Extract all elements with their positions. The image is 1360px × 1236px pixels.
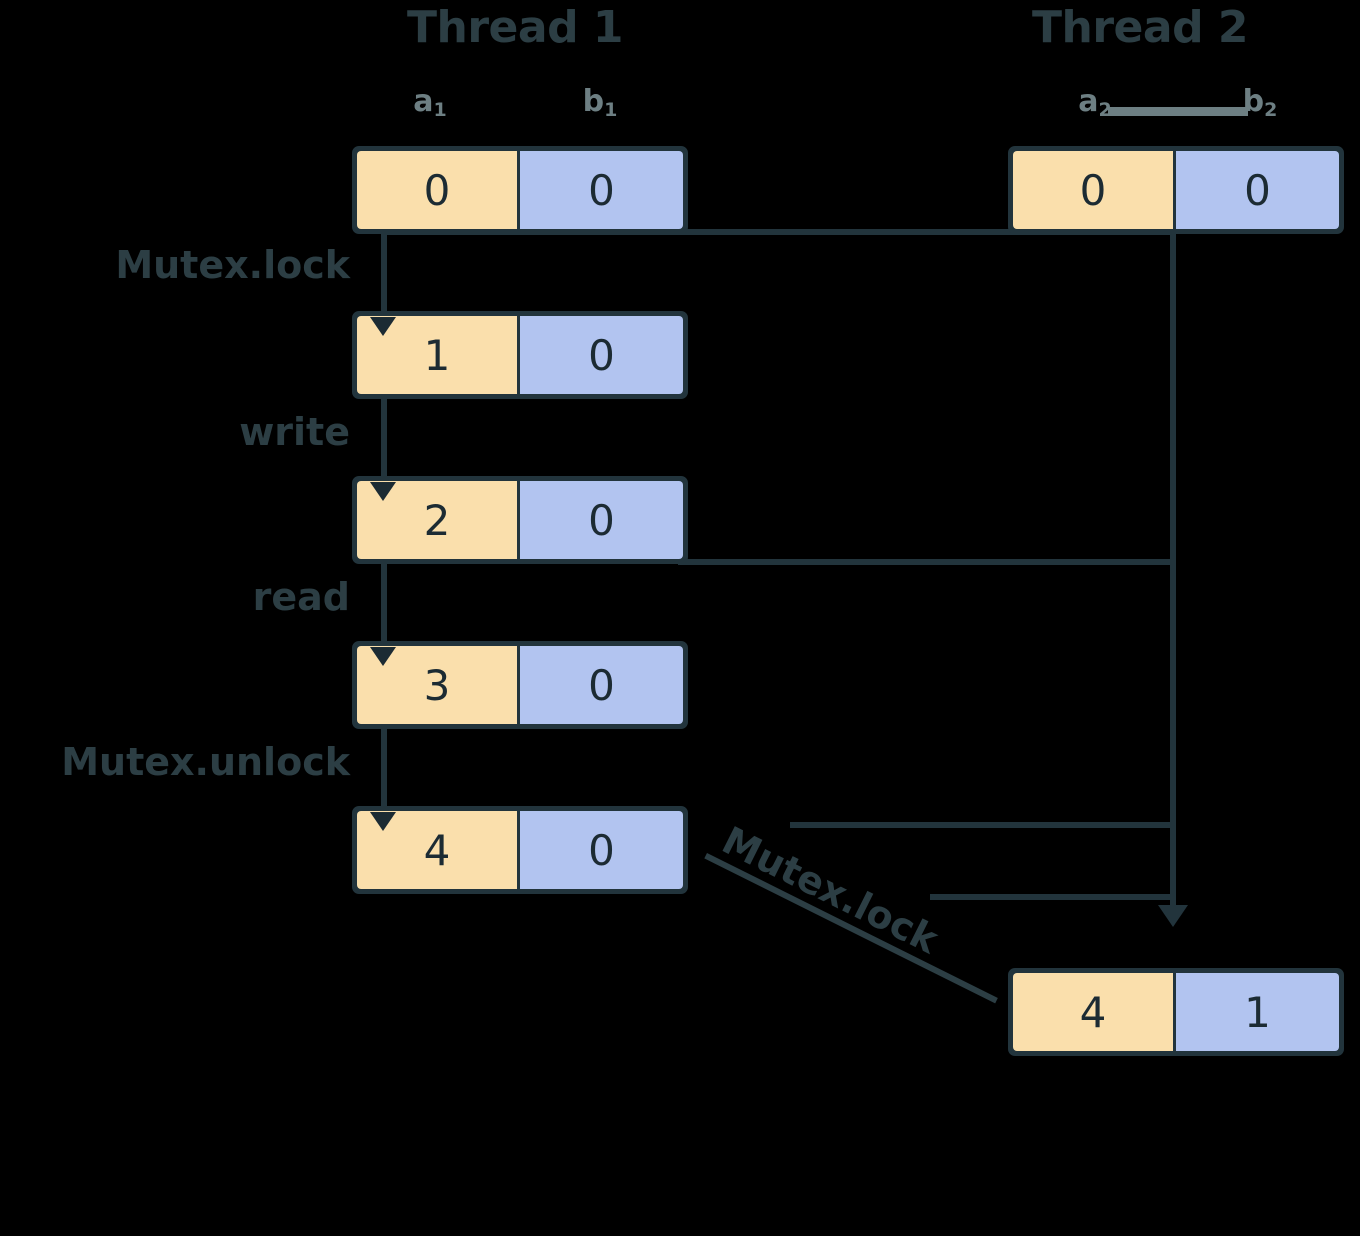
diagonal-mutex-lock-label: Mutex.lock bbox=[715, 818, 946, 963]
thread2-var-b-label: b2 bbox=[1205, 84, 1315, 121]
thread2-flow-line bbox=[1170, 232, 1176, 914]
thread1-var-a-subscript: 1 bbox=[433, 99, 447, 121]
thread1-state-box-0: 0 0 bbox=[352, 146, 688, 234]
thread1-arrow-3 bbox=[370, 647, 396, 666]
thread1-title: Thread 1 bbox=[407, 2, 624, 53]
thread1-state-0-cell-a: 0 bbox=[357, 151, 520, 229]
connector-state2-to-thread2 bbox=[678, 559, 1176, 565]
thread2-state-box-0: 0 0 bbox=[1008, 146, 1344, 234]
thread2-state-1-cell-a: 4 bbox=[1013, 973, 1176, 1051]
thread1-state-box-1: 1 0 bbox=[352, 311, 688, 399]
thread1-flow-line-3 bbox=[381, 537, 387, 655]
thread2-var-b-name: b bbox=[1242, 84, 1265, 119]
thread1-state-3-cell-b: 0 bbox=[520, 646, 683, 724]
thread2-state-box-1: 4 1 bbox=[1008, 968, 1344, 1056]
thread2-title: Thread 2 bbox=[1032, 2, 1249, 53]
thread1-state-box-2: 2 0 bbox=[352, 476, 688, 564]
thread2-state-0-cell-b: 0 bbox=[1176, 151, 1339, 229]
thread1-var-b-label: b1 bbox=[545, 84, 655, 121]
thread2-var-a-name: a bbox=[1078, 84, 1099, 119]
thread1-flow-line-2 bbox=[381, 372, 387, 490]
connector-lock-lower bbox=[930, 894, 1176, 900]
thread2-state-1-cell-b: 1 bbox=[1176, 973, 1339, 1051]
op-label-write: write bbox=[239, 410, 350, 454]
thread1-state-1-cell-b: 0 bbox=[520, 316, 683, 394]
thread1-var-a-label: a1 bbox=[375, 84, 485, 121]
thread1-flow-line-1 bbox=[381, 205, 387, 325]
thread1-arrow-1 bbox=[370, 317, 396, 336]
thread1-state-box-4: 4 0 bbox=[352, 806, 688, 894]
op-label-read: read bbox=[252, 575, 350, 619]
thread2-var-link-bar bbox=[1108, 107, 1248, 116]
thread1-state-4-cell-b: 0 bbox=[520, 811, 683, 889]
thread1-var-b-subscript: 1 bbox=[604, 99, 618, 121]
thread1-arrow-2 bbox=[370, 482, 396, 501]
thread1-arrow-4 bbox=[370, 812, 396, 831]
op-label-mutex-unlock: Mutex.unlock bbox=[61, 740, 350, 784]
thread1-flow-line-4 bbox=[381, 702, 387, 820]
connector-lock-upper bbox=[790, 822, 1176, 828]
thread1-state-0-cell-b: 0 bbox=[520, 151, 683, 229]
connector-state0-to-thread2 bbox=[383, 229, 1176, 235]
thread1-var-b-name: b bbox=[582, 84, 605, 119]
thread1-state-box-3: 3 0 bbox=[352, 641, 688, 729]
thread2-state-0-cell-a: 0 bbox=[1013, 151, 1176, 229]
thread1-state-2-cell-b: 0 bbox=[520, 481, 683, 559]
thread2-arrow-to-final bbox=[1158, 905, 1188, 927]
thread2-var-b-subscript: 2 bbox=[1264, 99, 1278, 121]
op-label-mutex-lock: Mutex.lock bbox=[115, 243, 350, 287]
thread1-var-a-name: a bbox=[413, 84, 434, 119]
